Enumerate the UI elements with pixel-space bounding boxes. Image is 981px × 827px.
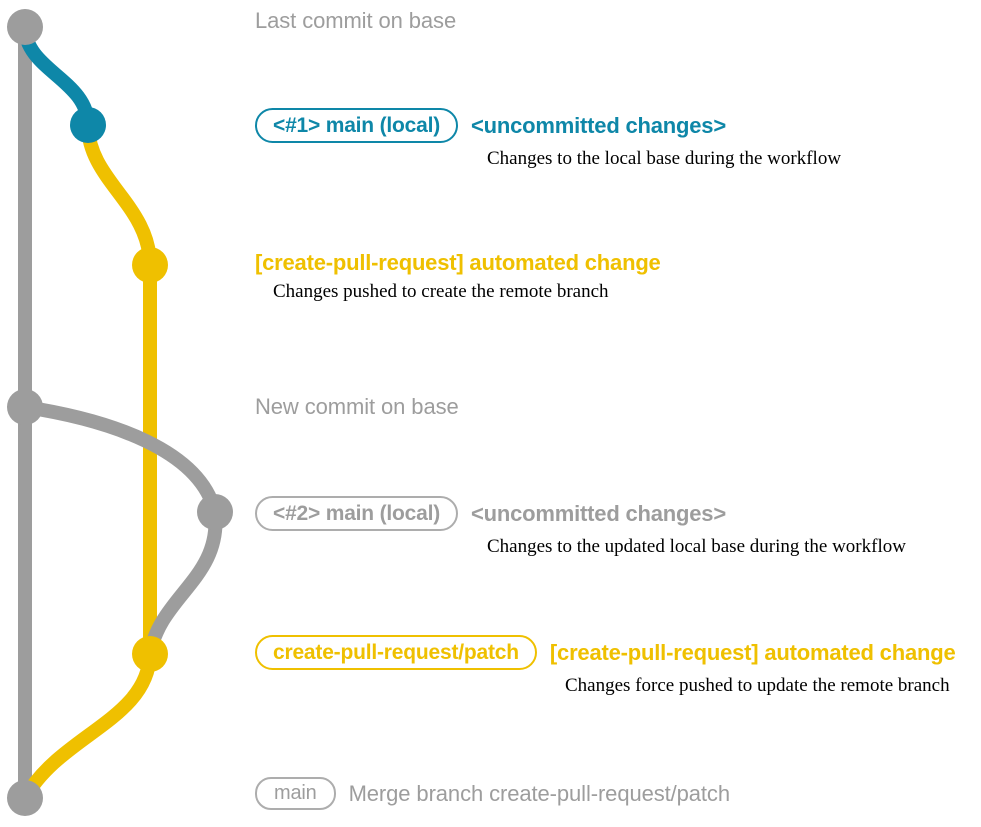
headline: [create-pull-request] automated change [255,250,981,276]
commit-node-local-1 [70,107,106,143]
edge-patch-2-to-merge [18,647,157,805]
commit-message-new-commit: New commit on base [255,394,459,419]
headline: create-pull-request/patch [create-pull-r… [255,635,981,670]
edge-local-1-to-patch-1 [81,118,157,272]
branch-label-main-local-1[interactable]: <#1> main (local) [255,108,459,143]
commit-message-merge: Merge branch create-pull-request/patch [348,780,731,806]
commit-node-base-head [7,9,43,45]
commit-node-local-2 [197,494,233,530]
headline: New commit on base [255,394,981,420]
commit-node-base-new [7,389,43,425]
row-new-commit-on-base: New commit on base [255,394,981,420]
headline: <#2> main (local) <uncommitted changes> [255,496,981,531]
commit-message-uncommitted-1: <uncommitted changes> [471,112,726,138]
row-merge-commit: main Merge branch create-pull-request/pa… [255,777,981,810]
description-commit-1: Changes to the local base during the wor… [487,148,842,169]
commit-node-patch-2 [132,636,168,672]
commit-message-uncommitted-2: <uncommitted changes> [471,500,726,526]
row-commit-1: <#1> main (local) <uncommitted changes> … [255,108,981,170]
headline: main Merge branch create-pull-request/pa… [255,777,981,810]
edge-base-new-to-local-2 [18,400,222,519]
headline: Last commit on base [255,8,981,34]
commit-nodes [7,9,233,816]
commit-message-automated-1: [create-pull-request] automated change [255,250,661,275]
branch-label-create-pull-request-patch[interactable]: create-pull-request/patch [255,635,537,670]
description-automated-2: Changes force pushed to update the remot… [565,675,950,696]
row-last-commit-on-base: Last commit on base [255,8,981,34]
description-commit-2: Changes to the updated local base during… [487,536,906,557]
commit-node-patch-1 [132,247,168,283]
edge-local-2-to-patch-2 [143,505,223,661]
row-automated-change-2: create-pull-request/patch [create-pull-r… [255,635,981,697]
commit-node-base-merge [7,780,43,816]
headline: <#1> main (local) <uncommitted changes> [255,108,981,143]
commit-message-last-commit: Last commit on base [255,8,457,33]
row-automated-change-1: [create-pull-request] automated change C… [255,250,981,303]
description-automated-1: Changes pushed to create the remote bran… [273,281,609,302]
row-commit-2: <#2> main (local) <uncommitted changes> … [255,496,981,558]
branch-label-main[interactable]: main [255,777,336,810]
commit-message-automated-2: [create-pull-request] automated change [549,639,956,665]
branch-label-main-local-2[interactable]: <#2> main (local) [255,496,459,531]
